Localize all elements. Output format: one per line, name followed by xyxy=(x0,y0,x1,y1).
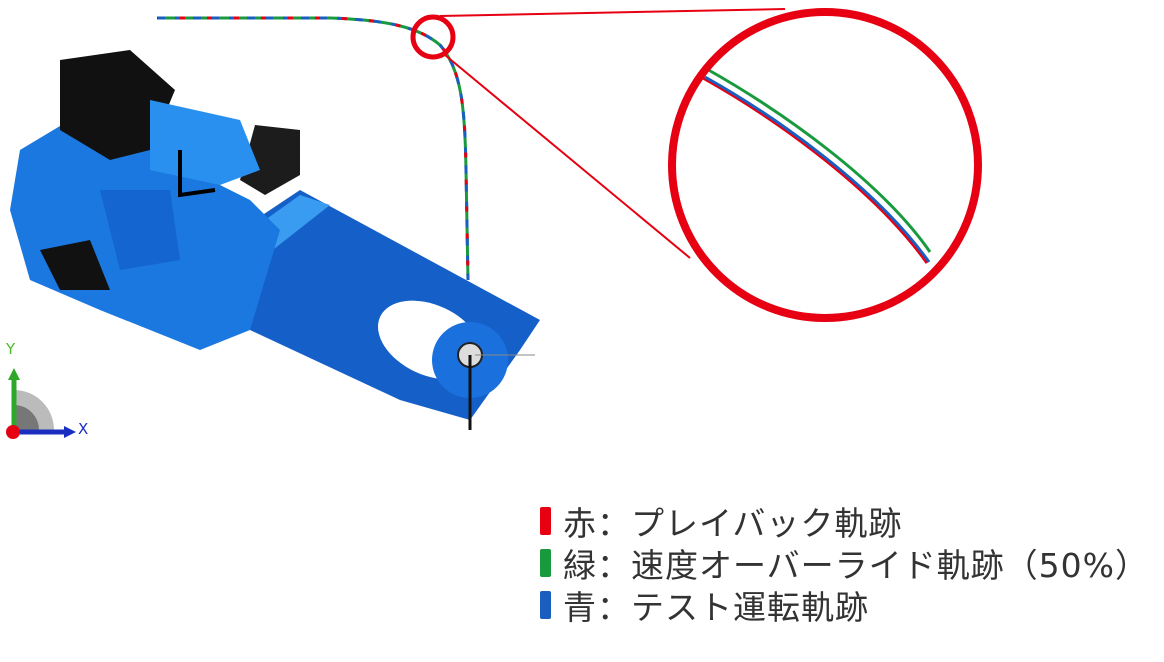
blue-swatch-icon xyxy=(540,591,551,619)
x-axis-label: X xyxy=(78,420,89,438)
legend-color-name: 赤 xyxy=(563,504,597,543)
magnifier-circle-icon xyxy=(668,8,982,322)
legend-label: プレイバック軌跡 xyxy=(631,504,903,543)
legend-separator: ： xyxy=(597,546,631,585)
red-swatch-icon xyxy=(540,507,551,535)
axes-gizmo-icon xyxy=(6,368,76,439)
y-axis-label: Y xyxy=(6,340,16,358)
legend-label: 速度オーバーライド軌跡（50%） xyxy=(631,546,1150,585)
green-swatch-icon xyxy=(540,549,551,577)
magnified-view xyxy=(668,8,982,322)
legend: 赤 ： プレイバック軌跡 緑 ： 速度オーバーライド軌跡（50%） 青 ： テス… xyxy=(540,500,1150,627)
legend-label: テスト運転軌跡 xyxy=(631,588,869,627)
legend-item-blue: 青 ： テスト運転軌跡 xyxy=(540,584,1149,627)
legend-item-red: 赤 ： プレイバック軌跡 xyxy=(540,500,1149,543)
legend-separator: ： xyxy=(597,504,631,543)
trajectory-path xyxy=(157,16,470,281)
legend-color-name: 青 xyxy=(563,588,597,627)
legend-separator: ： xyxy=(597,588,631,627)
legend-color-name: 緑 xyxy=(563,546,597,585)
magnifier-callout xyxy=(439,8,786,259)
robot-arm-icon xyxy=(10,50,540,430)
small-magnifier-circle-icon xyxy=(410,14,456,60)
legend-item-green: 緑 ： 速度オーバーライド軌跡（50%） xyxy=(540,542,1150,585)
